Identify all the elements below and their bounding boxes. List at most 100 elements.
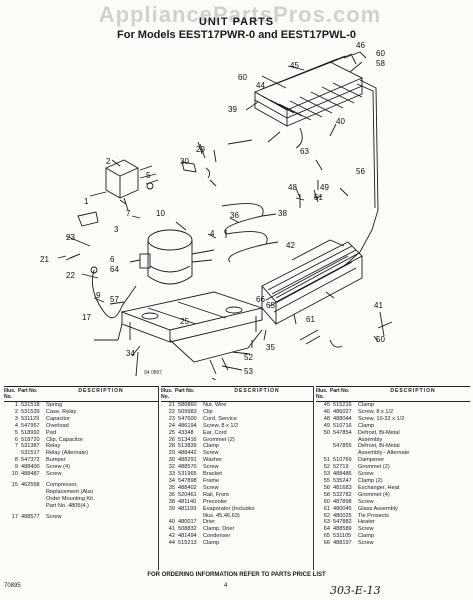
table-row: Illus. 45,46,63) [161, 513, 313, 520]
part-number [21, 489, 46, 496]
part-number: 52719 [333, 464, 349, 471]
part-description: Capacitor [46, 415, 70, 422]
part-description: Clip, Capacitor [46, 436, 83, 443]
illus-number [316, 437, 333, 444]
part-description: Relay [46, 443, 61, 450]
handwritten-note: 303-E-13 [330, 584, 381, 597]
illus-number: 45 [323, 402, 330, 408]
callout-9: 9 [96, 291, 101, 300]
part-number: 488486 [333, 471, 352, 478]
header-models: For Models EEST17PWR-0 and EEST17PWL-0 [117, 29, 356, 41]
callout-64: 64 [110, 265, 119, 274]
callout-4: 4 [210, 229, 215, 238]
part-number: 518992 [21, 429, 40, 436]
table-row: Part No. 4805(4.) [4, 503, 158, 510]
part-description: Pad [46, 429, 56, 436]
part-description: Part No. 4805(4.) [46, 502, 89, 509]
illus-number: 58 [323, 491, 330, 498]
illus-number: 2 [14, 408, 18, 415]
part-number: 488402 [178, 484, 197, 491]
part-number [333, 450, 358, 457]
part-description: Rail, Front [203, 491, 229, 498]
part-number: 509983 [178, 408, 197, 415]
part-description: Screw [358, 471, 374, 478]
column-divider [158, 386, 159, 570]
part-description: Screw, 10-32 x 1/2 [358, 415, 405, 422]
callout-29: 29 [196, 145, 205, 154]
part-description: Bracket [203, 471, 222, 478]
illus-number [316, 450, 333, 457]
illus-number: 53 [323, 471, 330, 478]
callout-30: 30 [180, 157, 189, 166]
watermark: AppliancePartsPros.com [98, 2, 382, 27]
part-number: 488044 [333, 415, 352, 422]
callout-49: 49 [320, 183, 329, 192]
callout-21: 21 [40, 255, 49, 264]
illus-number: 38 [168, 498, 175, 505]
illus-number: 56 [323, 484, 330, 491]
part-number: 547600 [178, 415, 197, 422]
part-description: Assembly [358, 436, 383, 443]
illus-number: 61 [323, 505, 330, 512]
callout-17: 17 [82, 313, 91, 322]
page-number: 4 [224, 583, 228, 589]
part-number: 487898 [333, 498, 352, 505]
illus-number [4, 496, 21, 503]
part-number: 547854 [333, 429, 352, 436]
ordering-footer: FOR ORDERING INFORMATION REFER TO PARTS … [147, 572, 326, 578]
part-description: Clamp [358, 422, 375, 429]
illus-number: 51 [323, 457, 330, 464]
illus-number: 63 [323, 519, 330, 526]
part-description: Tie Prosects [358, 512, 389, 519]
relay-box-drawing [105, 159, 159, 219]
illus-number: 46 [323, 408, 330, 415]
illus-number: 41 [168, 526, 175, 533]
part-number: 481683 [333, 484, 352, 491]
part-description: Grommet (4) [358, 491, 390, 498]
callout-66: 66 [256, 295, 265, 304]
part-number: 513839 [178, 443, 197, 450]
table-row: Replacement (Also [4, 489, 158, 496]
illus-number: 8 [14, 457, 18, 464]
illus-number: 32 [168, 464, 175, 471]
column-divider [313, 386, 314, 570]
part-number: 580860 [178, 402, 197, 408]
illus-number: 7 [14, 443, 18, 450]
illus-number: 1 [14, 402, 18, 408]
illus-number: 44 [168, 540, 175, 547]
part-number [21, 503, 46, 510]
part-description: Heater [358, 519, 375, 526]
condenser-drawing [261, 239, 363, 326]
part-number: 481494 [178, 533, 197, 540]
part-number: 531539 [21, 408, 40, 415]
callout-40: 40 [336, 117, 345, 126]
exploded-parts-diagram: 46 60 58 45 60 44 39 40 63 56 29 30 48 4… [40, 41, 393, 380]
part-description: Replacement (Also [46, 488, 94, 495]
callout-60: 60 [376, 49, 385, 58]
part-number: 481193 [178, 505, 197, 512]
part-number [178, 513, 203, 520]
part-description: Dampener [358, 457, 385, 464]
part-description: Nut, Wire [203, 402, 227, 408]
service-cord-drawing [91, 269, 137, 319]
part-description: Clamp [358, 402, 375, 408]
callout-39: 39 [228, 105, 237, 114]
frame-drawing [117, 291, 264, 363]
part-description: Clip [203, 408, 213, 415]
part-description: Clamp [203, 540, 220, 547]
part-number: 488589 [333, 526, 352, 533]
